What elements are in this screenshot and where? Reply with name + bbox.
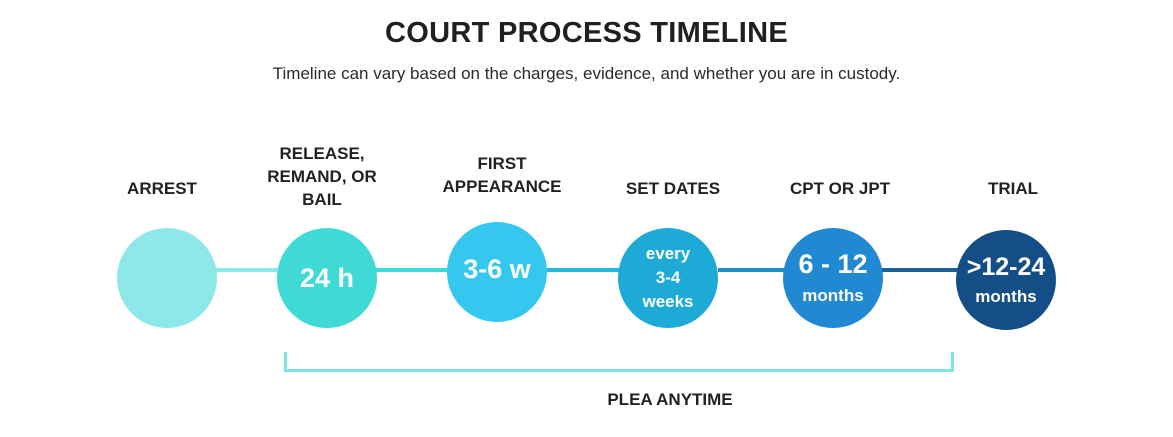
stage-label-line: ARREST — [127, 179, 197, 198]
stage-label-line: APPEARANCE — [442, 177, 562, 196]
duration-text: 6 - 12 — [798, 249, 868, 279]
stage-label-trial: TRIAL — [933, 177, 1093, 200]
stage-circle-set-dates: every 3-4 weeks — [618, 228, 718, 328]
stage-label-cpt-jpt: CPT OR JPT — [760, 177, 920, 200]
stage-circle-arrest — [117, 228, 217, 328]
duration-text: weeks — [642, 292, 694, 311]
stage-label-set-dates: SET DATES — [593, 177, 753, 200]
duration-text: months — [802, 286, 864, 305]
stage-label-line: RELEASE, — [279, 144, 365, 163]
connector-2 — [376, 268, 448, 272]
connector-1 — [216, 268, 278, 272]
stage-circle-trial: >12-24 months — [956, 230, 1056, 330]
stage-label-release: RELEASE, REMAND, OR BAIL — [242, 142, 402, 211]
stage-label-arrest: ARREST — [82, 177, 242, 200]
stage-circle-release: 24 h — [277, 228, 377, 328]
connector-5 — [882, 268, 958, 272]
stage-label-line: CPT OR JPT — [789, 179, 891, 198]
duration-text: >12-24 — [966, 253, 1046, 281]
duration-text: months — [975, 287, 1037, 306]
connector-4 — [718, 268, 784, 272]
stage-label-line: BAIL — [302, 190, 342, 209]
plea-anytime-label: PLEA ANYTIME — [607, 390, 733, 409]
stage-label-first-appearance: FIRST APPEARANCE — [422, 152, 582, 198]
duration-text: 3-6 w — [463, 254, 531, 284]
page-subtitle: Timeline can vary based on the charges, … — [272, 64, 901, 83]
connector-3 — [546, 268, 620, 272]
stage-label-line: FIRST — [477, 154, 527, 173]
duration-text: 24 h — [299, 263, 355, 293]
stage-circle-cpt-jpt: 6 - 12 months — [783, 228, 883, 328]
stage-label-line: REMAND, OR — [267, 167, 377, 186]
duration-text: 3-4 — [655, 268, 681, 287]
plea-bracket — [284, 352, 954, 372]
page-title: COURT PROCESS TIMELINE — [385, 17, 788, 49]
stage-label-line: TRIAL — [987, 179, 1039, 198]
duration-text: every — [645, 244, 691, 263]
stage-label-line: SET DATES — [625, 179, 721, 198]
stage-circle-first-appearance: 3-6 w — [447, 222, 547, 322]
